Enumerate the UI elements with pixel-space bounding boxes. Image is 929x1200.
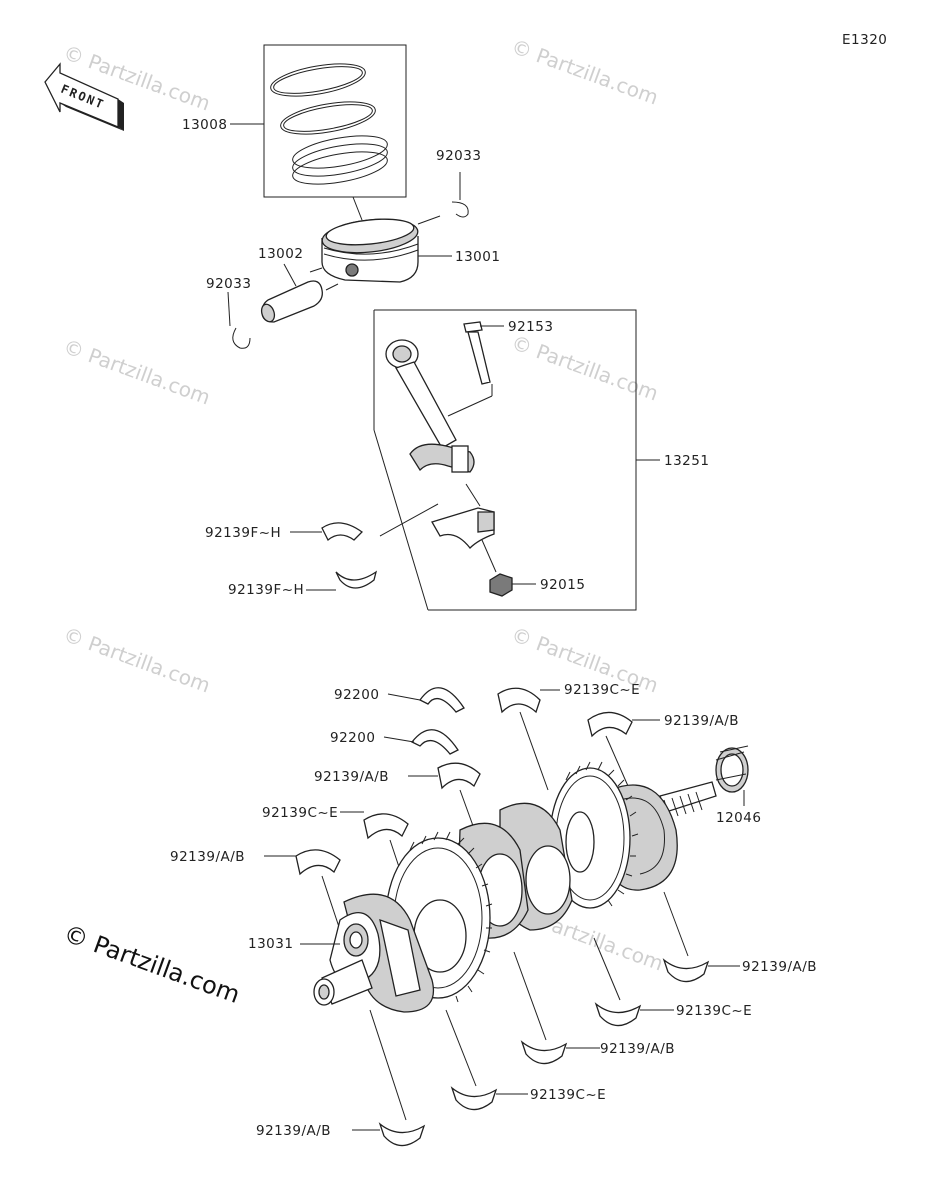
circlip-left	[227, 291, 251, 349]
main-bearing-bottom-1	[513, 951, 600, 1065]
label-92153: 92153	[508, 319, 553, 335]
main-bearing-bottom-2	[445, 1009, 528, 1111]
watermark: © Partzilla.com	[60, 334, 213, 409]
label-13031: 13031	[248, 936, 293, 952]
label-92033-left: 92033	[206, 276, 251, 292]
label-92139AB-bottom1: 92139/A/B	[600, 1041, 675, 1057]
thrust-washer-1	[387, 687, 465, 713]
label-92139CE-right2: 92139C~E	[676, 1003, 752, 1019]
label-92139CE-top: 92139C~E	[564, 682, 640, 698]
label-13251: 13251	[664, 453, 709, 469]
label-92200-1: 92200	[334, 687, 379, 703]
label-92139AB-left3: 92139/A/B	[170, 849, 245, 865]
circlip-right	[417, 172, 469, 225]
conrod-bearing-upper	[290, 503, 439, 542]
front-arrow-icon: FRONT	[44, 62, 124, 131]
main-bearing-bottom-3	[352, 1009, 426, 1147]
label-92139AB-right1: 92139/A/B	[742, 959, 817, 975]
watermark: © Partzilla.com	[508, 330, 661, 405]
piston	[309, 218, 452, 283]
main-bearing-top-center	[497, 687, 560, 791]
label-92139AB-bottom3: 92139/A/B	[256, 1123, 331, 1139]
label-92200-2: 92200	[330, 730, 375, 746]
label-12046: 12046	[716, 810, 761, 826]
label-92139FH-lower: 92139F~H	[228, 582, 304, 598]
conrod-bearing-lower	[306, 570, 378, 591]
watermark: © Partzilla.com	[508, 34, 661, 109]
label-92139AB-top: 92139/A/B	[664, 713, 739, 729]
thrust-washer-2	[383, 729, 459, 755]
gear-12046	[715, 745, 749, 806]
main-bearing-top-right	[587, 711, 660, 787]
label-92033-right: 92033	[436, 148, 481, 164]
label-13002: 13002	[258, 246, 303, 262]
label-92139CE-bottom2: 92139C~E	[530, 1087, 606, 1103]
label-92139FH-upper: 92139F~H	[205, 525, 281, 541]
label-13008: 13008	[182, 117, 227, 133]
piston-pin	[260, 263, 339, 323]
label-92139AB-left1: 92139/A/B	[314, 769, 389, 785]
watermark: © Partzilla.com	[60, 622, 213, 697]
crankshaft	[300, 761, 717, 1013]
brand-watermark: © Partzilla.com	[60, 919, 244, 1009]
main-bearing-right-2	[593, 937, 674, 1027]
main-bearing-left-1	[408, 762, 481, 835]
main-bearing-right-1	[662, 891, 740, 983]
piston-rings	[230, 44, 407, 221]
main-bearing-left-3	[264, 849, 349, 955]
label-92015: 92015	[540, 577, 585, 593]
label-13001: 13001	[455, 249, 500, 265]
label-92139CE-left2: 92139C~E	[262, 805, 338, 821]
conrod-assembly	[373, 309, 660, 611]
diagram-code: E1320	[842, 32, 887, 48]
